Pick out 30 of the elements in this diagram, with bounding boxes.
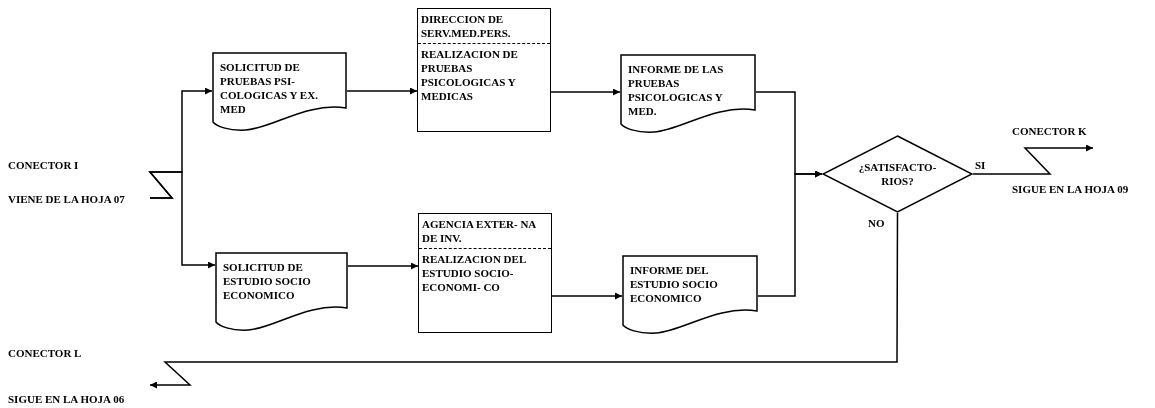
document-text: INFORME DEL ESTUDIO SOCIO ECONOMICO: [630, 263, 719, 305]
decision-diamond: [822, 135, 973, 213]
decision-text: ¿SATISFACTO- RIOS?: [857, 160, 938, 188]
flow-arrow: [972, 144, 1094, 175]
flow-arrow: [149, 212, 899, 389]
document-shape: [215, 252, 348, 332]
process-text: REALIZACION DE PRUEBAS PSICOLOGICAS Y MEDICAS: [421, 47, 519, 103]
connector-text: CONECTOR I: [8, 158, 80, 172]
document-text: SOLICITUD DE PRUEBAS PSI- COLOGICAS Y EX. MED: [220, 60, 319, 116]
connector-text: VIENE DE LA HOJA 07: [8, 192, 126, 206]
connector-text: CONECTOR L: [8, 346, 83, 360]
flow-arrow: [148, 171, 216, 269]
document-shape: [620, 54, 756, 134]
document-text: SOLICITUD DE ESTUDIO SOCIO ECONOMICO: [223, 260, 312, 302]
process-box: [417, 8, 551, 132]
process-box: [418, 213, 552, 333]
flow-arrow: [550, 88, 621, 96]
connector-text: CONECTOR K: [1012, 124, 1088, 138]
connector-text: SIGUE EN LA HOJA 09: [1012, 182, 1130, 196]
process-text: REALIZACION DEL ESTUDIO SOCIO-ECONOMI- CO: [422, 252, 527, 294]
connector-text: SIGUE EN LA HOJA 06: [8, 392, 126, 406]
document-text: INFORME DE LAS PRUEBAS PSICOLOGICAS Y MED.: [628, 62, 725, 118]
flow-arrow: [551, 292, 623, 300]
flow-arrow: [347, 262, 419, 270]
flow-arrow: [757, 170, 823, 297]
department-text: DIRECCION DE SERV.MED.PERS.: [421, 12, 512, 40]
document-shape: [212, 52, 347, 132]
document-shape: [622, 255, 758, 335]
department-text: AGENCIA EXTER- NA DE INV.: [422, 217, 537, 245]
flow-arrow: [346, 87, 418, 95]
